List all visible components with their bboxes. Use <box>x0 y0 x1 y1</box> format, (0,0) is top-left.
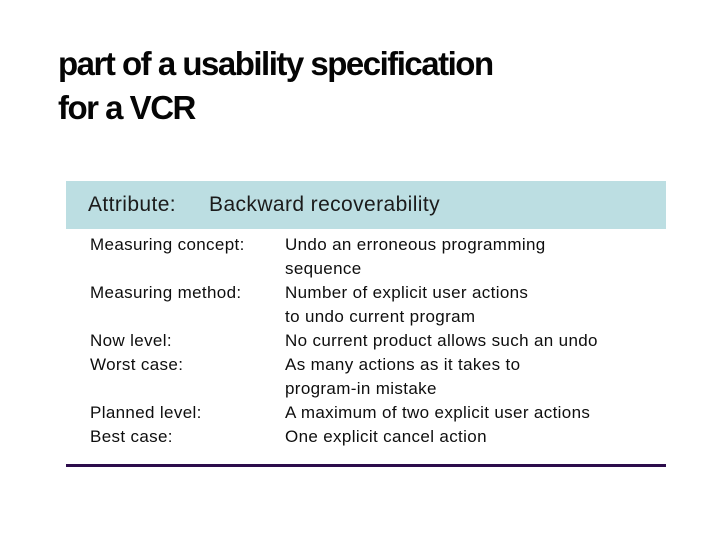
spec-value-line: As many actions as it takes to <box>285 355 521 374</box>
spec-table: Measuring concept: Undo an erroneous pro… <box>90 233 672 449</box>
spec-value-measuring-method: Number of explicit user actions to undo … <box>285 281 672 329</box>
spec-value-best-case: One explicit cancel action <box>285 425 672 449</box>
spec-label-planned-level: Planned level: <box>90 403 202 422</box>
spec-value-planned-level: A maximum of two explicit user actions <box>285 401 672 425</box>
spec-label-worst-case: Worst case: <box>90 355 184 374</box>
attribute-label: Attribute: <box>88 193 177 216</box>
spec-value-line: program-in mistake <box>285 379 437 398</box>
spec-value-line: No current product allows such an undo <box>285 331 598 350</box>
bottom-rule-divider <box>66 464 666 467</box>
spec-label-now-level: Now level: <box>90 331 172 350</box>
spec-value-now-level: No current product allows such an undo <box>285 329 672 353</box>
attribute-value: Backward recoverability <box>209 193 440 216</box>
attribute-bar: Attribute: Backward recoverability <box>66 181 666 229</box>
spec-value-line: sequence <box>285 259 362 278</box>
spec-label-measuring-method: Measuring method: <box>90 283 242 302</box>
spec-value-line: One explicit cancel action <box>285 427 487 446</box>
slide-title: part of a usability specification for a … <box>58 42 698 130</box>
spec-value-line: Number of explicit user actions <box>285 283 529 302</box>
spec-value-line: to undo current program <box>285 307 476 326</box>
slide-title-line1: part of a usability specification <box>58 45 494 82</box>
spec-value-line: A maximum of two explicit user actions <box>285 403 591 422</box>
spec-label-best-case: Best case: <box>90 427 173 446</box>
spec-label-measuring-concept: Measuring concept: <box>90 235 245 254</box>
spec-value-worst-case: As many actions as it takes to program-i… <box>285 353 672 401</box>
spec-value-line: Undo an erroneous programming <box>285 235 546 254</box>
slide-title-line2: for a VCR <box>58 89 196 126</box>
spec-value-measuring-concept: Undo an erroneous programming sequence <box>285 233 672 281</box>
